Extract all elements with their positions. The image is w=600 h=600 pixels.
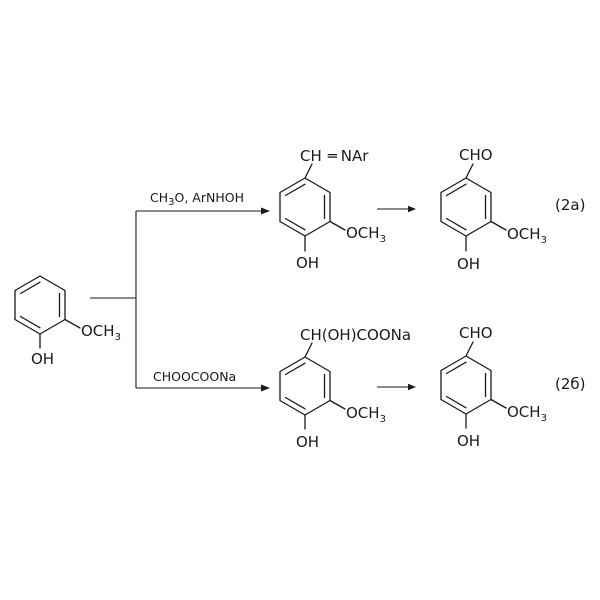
route-a-product-hydroxyl: OH [457, 255, 480, 273]
route-b-step2-arrowhead [408, 383, 416, 391]
branching-connector [90, 207, 270, 392]
route-a-reagent-label: CH3O, ArNHOH [150, 190, 244, 208]
route-a-product-methoxy: OCH3 [507, 225, 547, 246]
route-a-product-aldehyde: CHO [459, 146, 493, 164]
route-b-intermediate-hydroxyl: OH [296, 433, 319, 451]
reactant-benzene-ring [14, 275, 66, 335]
reactant-methoxy-label: OCH3 [81, 322, 121, 343]
reactant-hydroxyl-label: OH [31, 350, 54, 368]
route-b-product-methoxy: OCH3 [507, 403, 547, 424]
reactant-methoxy-bond [64, 318, 81, 329]
route-a-imine-group: CH═NAr [300, 147, 369, 165]
route-a-label: (2a) [555, 196, 585, 214]
route-a-intermediate-methoxy: OCH3 [346, 224, 386, 245]
route-b-intermediate-ring [279, 356, 331, 416]
route-b-label: (2б) [555, 375, 586, 393]
route-b-intermediate-methoxy: OCH3 [346, 404, 386, 425]
route-b-product-aldehyde: CHO [459, 324, 493, 342]
route-a-intermediate: CH═NAr OCH3 OH [279, 147, 386, 272]
route-a-product-vanillin: CHO OCH3 OH [440, 146, 547, 273]
route-b-intermediate: CH(OH)COONa OCH3 OH [279, 326, 411, 451]
route-b-product-ring [440, 355, 492, 415]
route-b-product-vanillin: CHO OCH3 OH [440, 324, 547, 450]
route-a-step2-arrowhead [408, 205, 416, 213]
route-b-mandelate-group: CH(OH)COONa [300, 326, 411, 344]
route-a-product-ring [440, 177, 492, 237]
route-a-intermediate-hydroxyl: OH [296, 254, 319, 272]
reactant-guaiacol: OCH3 OH [14, 275, 121, 368]
route-a-intermediate-ring [279, 177, 331, 237]
route-b-arrowhead [261, 384, 270, 392]
route-b-reagent-label: CHOOCOONa [153, 369, 236, 384]
route-b-product-hydroxyl: OH [457, 432, 480, 450]
route-a-arrowhead [261, 207, 270, 215]
